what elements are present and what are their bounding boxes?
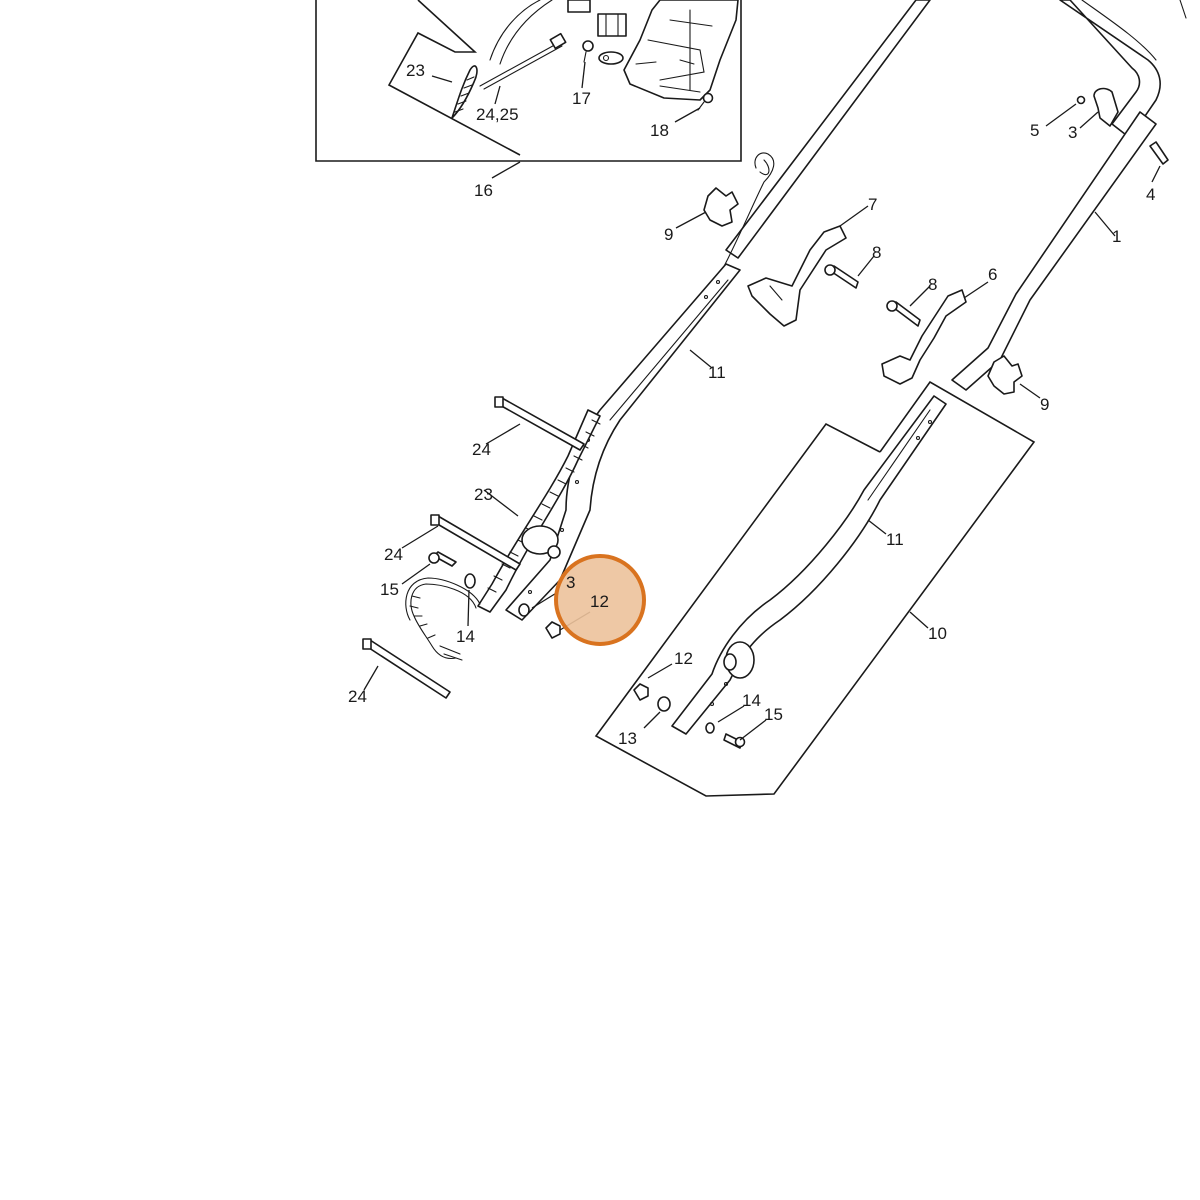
- label-24-b[interactable]: 24: [384, 545, 403, 564]
- inset-screw-18: [702, 92, 714, 104]
- inset-clip: [598, 51, 624, 65]
- label-1[interactable]: 1: [1112, 227, 1121, 246]
- inset-screw-17: [582, 40, 594, 52]
- label-13-partial[interactable]: 3: [566, 573, 575, 592]
- part-6-bracket: [881, 289, 967, 385]
- label-24-c[interactable]: 24: [348, 687, 367, 706]
- label-16[interactable]: 16: [474, 181, 493, 200]
- part-7-bracket: [747, 225, 847, 327]
- label-11-b[interactable]: 11: [886, 530, 904, 549]
- inset-curly-cable: [451, 65, 478, 119]
- part-4-bolt: [1149, 141, 1169, 165]
- upper-handle-1: [725, 0, 1187, 391]
- bolt-8-lower: [893, 301, 921, 327]
- part-3-clamp: [1093, 87, 1119, 127]
- nut-13-left: [518, 603, 530, 617]
- label-7[interactable]: 7: [868, 195, 877, 214]
- label-inset-23[interactable]: 23: [406, 61, 425, 80]
- label-6[interactable]: 6: [988, 265, 997, 284]
- washer-14-right: [705, 722, 715, 734]
- inset-cable-tie: [479, 41, 561, 87]
- label-inset-24-25[interactable]: 24,25: [476, 105, 519, 124]
- part-labels: 23 24,25 17 18 16 5 3 4 1 9 7 8 8 6 11 9…: [348, 61, 1155, 748]
- highlight-part-12[interactable]: [554, 554, 646, 646]
- label-inset-17[interactable]: 17: [572, 89, 591, 108]
- label-5[interactable]: 5: [1030, 121, 1039, 140]
- cable-tie-24-c: [365, 639, 451, 699]
- knob-9-upper: [703, 187, 739, 227]
- label-inset-18[interactable]: 18: [650, 121, 669, 140]
- label-3-top[interactable]: 3: [1068, 123, 1077, 142]
- lower-handle-box-10: [594, 380, 1036, 797]
- washer-14-left: [464, 573, 476, 589]
- label-15-left[interactable]: 15: [380, 580, 399, 599]
- label-9-b[interactable]: 9: [1040, 395, 1049, 414]
- cable-tie-24-a: [497, 397, 585, 451]
- label-8-b[interactable]: 8: [928, 275, 937, 294]
- label-15-right[interactable]: 15: [764, 705, 783, 724]
- knob-9-lower: [987, 355, 1023, 395]
- label-12-highlighted[interactable]: 12: [590, 592, 609, 611]
- nut-12-right: [633, 683, 649, 701]
- label-4[interactable]: 4: [1146, 185, 1155, 204]
- nut-13-right: [657, 696, 671, 712]
- label-23[interactable]: 23: [474, 485, 493, 504]
- label-12-right[interactable]: 12: [674, 649, 693, 668]
- inset-detail-box: [315, 0, 742, 162]
- label-13-right[interactable]: 13: [618, 729, 637, 748]
- part-5-washer: [1076, 95, 1086, 105]
- label-14-right[interactable]: 14: [742, 691, 761, 710]
- label-11-a[interactable]: 11: [708, 363, 726, 382]
- label-14-left[interactable]: 14: [456, 627, 475, 646]
- label-9-top[interactable]: 9: [664, 225, 673, 244]
- pivot-disc-left: [521, 525, 559, 555]
- bolt-8-upper: [831, 265, 859, 289]
- label-10[interactable]: 10: [928, 624, 947, 643]
- label-8-a[interactable]: 8: [872, 243, 881, 262]
- inset-switch-housing: [623, 0, 739, 101]
- nut-12-left: [545, 621, 561, 639]
- label-24-a[interactable]: 24: [472, 440, 491, 459]
